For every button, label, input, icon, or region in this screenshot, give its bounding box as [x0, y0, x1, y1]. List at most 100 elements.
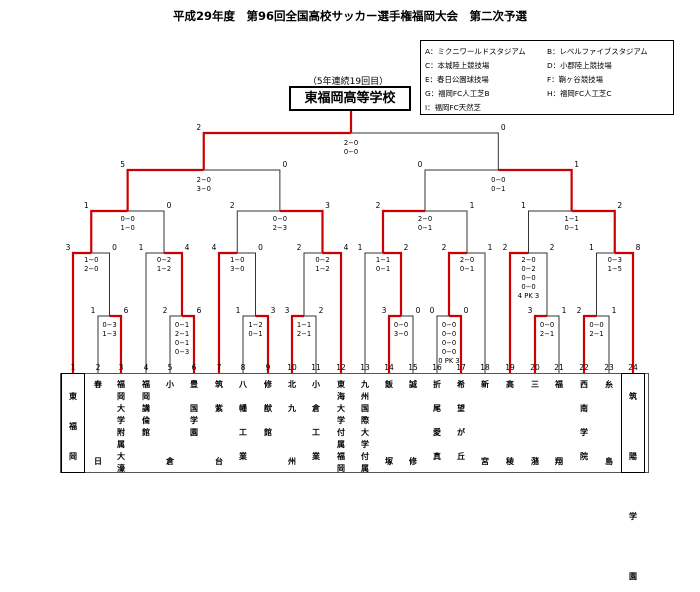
team-name-char [210, 391, 228, 403]
team-name-char: 大 [361, 428, 369, 437]
team-name-char: 工 [312, 428, 320, 437]
bracket-line-r3-3-left [528, 210, 572, 253]
score-r2-2-half-1: 1−0 [230, 256, 244, 264]
team-name: 東福岡 [64, 382, 82, 472]
team-name-char [624, 532, 642, 562]
score-r3-1-right: 3 [325, 201, 330, 210]
score-r1-4-half-1: 0−0 [394, 321, 408, 329]
team-name-char [428, 415, 446, 427]
score-r1-7-right: 1 [612, 306, 617, 315]
bracket-line-r1-7-left [582, 314, 597, 373]
team-name-char [234, 415, 252, 427]
bracket-line-r1-1-left [169, 315, 182, 373]
score-r1-3-left: 3 [285, 306, 290, 315]
team-name-char: 学 [361, 440, 369, 449]
score-r2-7-half-1: 0−3 [608, 256, 622, 264]
team-name-char: 福 [117, 380, 125, 389]
team-name-char: 幡 [239, 404, 247, 413]
score-r1-0-half-1: 0−3 [102, 321, 116, 329]
legend-item-f: F：鞘ヶ谷競技場 [547, 75, 603, 84]
score-r3-1-half-2: 2−3 [273, 224, 287, 232]
team-name-last-char: 島 [605, 457, 613, 466]
score-r1-1-half-2: 2−1 [175, 330, 189, 338]
bracket-line-r2-2-left [217, 251, 238, 373]
team-name-char: 小 [312, 380, 320, 389]
bracket-line-r2-1-left [145, 252, 164, 373]
legend-item-e: E：春日公園球技場 [425, 75, 489, 84]
team-name-char: 学 [190, 416, 198, 425]
team-name-char: 学 [629, 512, 637, 521]
team-name: 北九 [283, 379, 301, 415]
bracket-line-r3-2-left [381, 209, 425, 253]
team-number: 2 [95, 363, 101, 372]
score-r3-2-half-2: 0−1 [418, 224, 432, 232]
team-number: 22 [579, 363, 589, 372]
team-number: 19 [505, 363, 515, 372]
team-name-last-char: 潴 [531, 457, 539, 466]
score-final-0-left: 2 [196, 123, 201, 132]
team-name-char: 属 [117, 440, 125, 449]
score-r2-4-half-2: 0−1 [376, 265, 390, 273]
team-name-char: 誠 [409, 380, 417, 389]
team-name-char [575, 415, 593, 427]
score-r3-3-right: 2 [617, 201, 622, 210]
score-r1-1-half-4: 0−3 [175, 348, 189, 356]
team-name-char: 岡 [142, 392, 150, 401]
team-name-char: 望 [457, 404, 465, 413]
team-name-char [428, 439, 446, 451]
team-name: 八幡工業 [234, 379, 252, 463]
score-r1-3-half-1: 1−1 [297, 321, 311, 329]
score-r4-0-left: 5 [120, 160, 125, 169]
team-table [60, 373, 649, 473]
team-name-char: 工 [239, 428, 247, 437]
team-number: 20 [530, 363, 540, 372]
team-name-char: 修 [264, 380, 272, 389]
bracket-line-r3-1-left [236, 210, 280, 253]
score-r2-4-left: 1 [358, 243, 363, 252]
bracket-line-r1-4-left [387, 314, 401, 373]
team-name-last-char: 宮 [481, 457, 489, 466]
score-r4-0-half-1: 2−0 [197, 176, 211, 184]
bracket-line-r2-3-left [303, 252, 323, 316]
score-r3-0-half-1: 0−0 [120, 215, 134, 223]
bracket-line-r4-1-right [498, 168, 573, 211]
score-r1-7-half-2: 2−1 [589, 330, 603, 338]
score-r2-3-right: 4 [344, 243, 349, 252]
score-r2-6-left: 2 [503, 243, 508, 252]
score-r1-6-half-1: 0−0 [540, 321, 554, 329]
team-number: 23 [604, 363, 614, 372]
team-name-char: 筑 [215, 380, 223, 389]
team-name-char: が [457, 428, 465, 437]
score-r1-7-half-1: 0−0 [589, 321, 603, 329]
score-r3-3-half-2: 0−1 [564, 224, 578, 232]
bracket-line-r1-2-right [255, 314, 270, 373]
score-r1-0-right: 6 [124, 306, 129, 315]
team-name-last-char: 日 [94, 457, 102, 466]
team-name: 高 [501, 379, 519, 391]
score-r1-5-right: 0 [464, 306, 469, 315]
bracket-line-r1-6-right [547, 315, 560, 373]
bracket-line-r3-0-left [90, 209, 128, 253]
bracket-line-r1-3-right [304, 315, 317, 373]
bracket-line-r2-5-left [447, 251, 467, 316]
score-r1-5-left: 0 [430, 306, 435, 315]
score-r2-1-left: 1 [139, 243, 144, 252]
score-r1-1-half-3: 0−1 [175, 339, 189, 347]
team-name-char [307, 439, 325, 451]
team-name-char: 岡 [337, 464, 345, 473]
bracket-line-r2-6-left [508, 251, 529, 373]
score-r1-0-left: 1 [91, 306, 96, 315]
bracket-line-r3-2-right [425, 210, 468, 253]
team-name-char: 猷 [264, 404, 272, 413]
team-name-char: 飯 [385, 380, 393, 389]
team-name: 修猷館 [259, 379, 277, 439]
score-r2-0-half-2: 2−0 [84, 265, 98, 273]
team-name-char: 西 [580, 380, 588, 389]
score-r4-1-right: 1 [574, 160, 579, 169]
bracket-line-r4-0-left [126, 168, 204, 211]
legend-item-i: I：福岡FC天然芝 [425, 103, 481, 112]
team-name-char: 福 [69, 422, 77, 431]
team-name-char: 園 [190, 428, 198, 437]
team-name-char: 糸 [605, 380, 613, 389]
